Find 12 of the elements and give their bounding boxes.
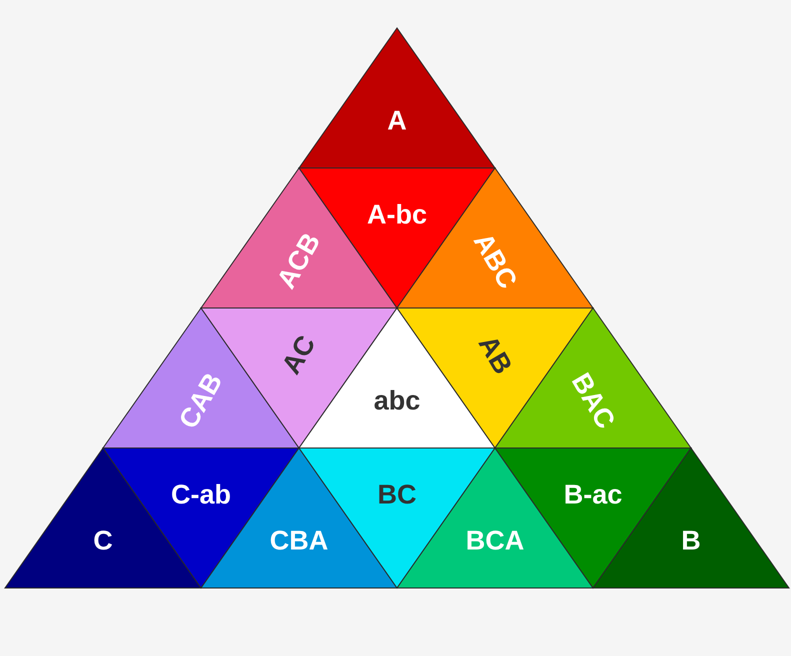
- tile-label: BCA: [466, 528, 524, 554]
- tile-label: CBA: [270, 528, 328, 554]
- tile-label: A-bc: [367, 202, 427, 228]
- tile-label: A: [387, 108, 407, 134]
- tile-label: C: [93, 528, 113, 554]
- tile-label: B: [681, 528, 701, 554]
- tile-label: C-ab: [171, 482, 231, 508]
- tile-label: BC: [378, 482, 416, 508]
- tile-label: abc: [374, 388, 420, 414]
- tile-label: B-ac: [564, 482, 622, 508]
- tile-label: AC: [278, 331, 320, 379]
- tile-label: AB: [474, 331, 516, 379]
